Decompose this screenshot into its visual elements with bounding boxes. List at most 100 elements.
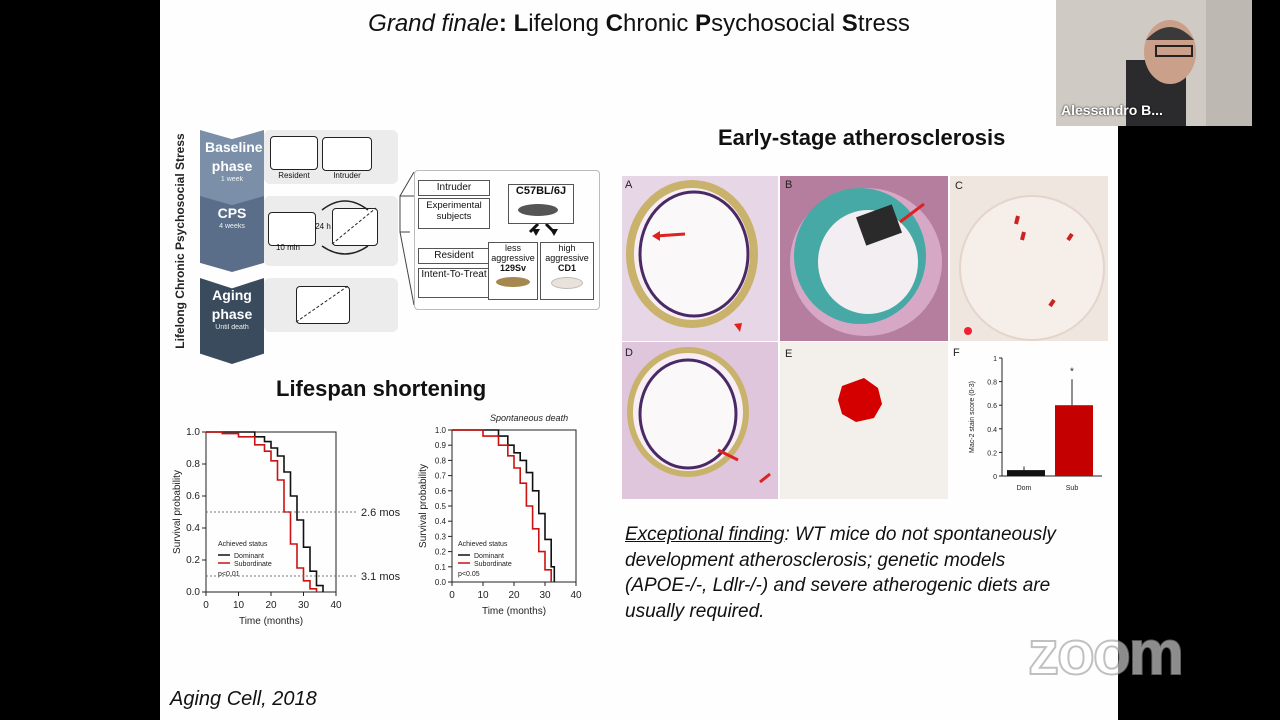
lifespan-heading: Lifespan shortening [276, 376, 487, 401]
p-value: p<0.01 [218, 571, 240, 578]
itt-label: Intent-To-Treat [418, 268, 490, 298]
annotation-3-1-mos: 3.1 mos [361, 571, 401, 583]
participant-name: Alessandro B... [1061, 102, 1163, 118]
y-tick-label: 0.2 [186, 555, 200, 566]
y-tick-label: 0.4 [987, 427, 997, 434]
survival-curve-0 [206, 431, 324, 592]
y-tick-label: 0.7 [435, 472, 447, 481]
x-tick-label: 0 [203, 600, 209, 611]
x-tick-label: 10 [477, 590, 489, 601]
zoom-watermark: zoom [1027, 618, 1185, 689]
phase-0: Baseline phase 1 week [200, 130, 264, 206]
phase-duration: 1 week [220, 176, 244, 183]
x-tick-label: 20 [265, 600, 277, 611]
y-tick-label: 0.8 [987, 380, 997, 387]
legend-entry: Dominant [474, 553, 504, 560]
y-tick-label: 0.3 [435, 532, 447, 541]
y-axis-label: Survival probability [172, 470, 183, 554]
experimental-label: Experimental subjects [418, 198, 490, 229]
x-tick-label: 30 [298, 600, 310, 611]
survival-curve-1 [452, 429, 552, 582]
x-tick-label: 40 [570, 590, 582, 601]
diagram-lines [295, 171, 558, 323]
y-tick-label: 0.5 [435, 502, 447, 511]
cage-divider-2 [295, 285, 349, 323]
y-tick-label: 0.6 [186, 491, 200, 502]
x-tick-label: 20 [508, 590, 520, 601]
title-rest: : Lifelong Chronic Psychosocial Stress [498, 10, 910, 37]
legend-entry: Dominant [234, 553, 264, 560]
mouse-brown [496, 277, 530, 287]
significance-star: * [1070, 367, 1074, 378]
y-tick-label: 0.8 [186, 459, 200, 470]
y-tick-label: 0.6 [987, 403, 997, 410]
legend-title: Achieved status [458, 541, 508, 548]
arrow-down-left [532, 229, 540, 236]
x-tick-label: 0 [449, 590, 455, 601]
phase-duration: 4 weeks [219, 223, 245, 230]
y-tick-label: 0.9 [435, 441, 447, 450]
panel-letter-a: A [625, 179, 633, 191]
bar-sub [1055, 405, 1093, 476]
y-tick-label: 0.0 [186, 587, 200, 598]
panel-letter-c: C [955, 180, 963, 192]
bar-dom [1007, 470, 1045, 476]
y-tick-label: 1.0 [435, 426, 447, 435]
panel-letter-e: E [785, 348, 793, 360]
panel-letter-d: D [625, 347, 633, 359]
design-box [414, 170, 600, 310]
intruder-label: Intruder [418, 180, 490, 196]
histology-panel-c [950, 176, 1108, 341]
phase-name: Aging phase [211, 287, 253, 322]
x-tick-label: Sub [1066, 485, 1079, 492]
intruder-cage-label: Intruder [333, 171, 361, 180]
panel-letter-f: F [953, 347, 960, 359]
x-tick-label: 30 [539, 590, 551, 601]
y-tick-label: 0.4 [435, 517, 447, 526]
strain-arrows [528, 222, 556, 234]
label-10min: 10 min [275, 243, 300, 252]
bracket [399, 195, 414, 233]
histology-panel-b [780, 176, 948, 341]
survival-curve-0 [452, 429, 556, 582]
y-axis-label: Survival probability [418, 464, 429, 548]
histology-panel-a [622, 176, 778, 341]
aging-cage [296, 286, 350, 324]
phase-name: CPS [217, 205, 247, 221]
presentation-slide: Grand finale: Lifelong Chronic Psychosoc… [160, 0, 1118, 720]
x-tick-label: 10 [233, 600, 245, 611]
legend-entry: Subordinate [234, 561, 272, 568]
phase-name: Baseline phase [205, 139, 263, 174]
histology-panel-e [780, 342, 948, 499]
phase-duration: Until death [215, 324, 249, 331]
survival-curve-1 [206, 431, 318, 592]
y-tick-label: 0.0 [435, 578, 447, 587]
citation: Aging Cell, 2018 [170, 688, 317, 710]
participant-video[interactable] [1056, 0, 1252, 126]
less-aggressive-box: less aggressive 129Sv [488, 242, 538, 300]
high-aggressive-box: high aggressive CD1 [540, 242, 594, 300]
slide-title: Grand finale: Lifelong Chronic Psychosoc… [368, 10, 910, 37]
cycle-arrow-top [321, 200, 369, 211]
phase-1: CPS 4 weeks [200, 196, 264, 272]
label-24h: 24 h [315, 222, 331, 231]
cps-cage-1 [268, 212, 316, 246]
y-tick-label: 0.8 [435, 456, 447, 465]
x-axis-label: Time (months) [239, 616, 303, 627]
histology-panel-d [622, 342, 778, 499]
atherosclerosis-heading: Early-stage atherosclerosis [718, 125, 1006, 150]
y-tick-label: 0.6 [435, 487, 447, 496]
legend-title: Achieved status [218, 541, 268, 548]
y-axis-label: Mac-2 stain score (0-3) [969, 381, 976, 453]
y-tick-label: 0.1 [435, 563, 447, 572]
bracket-lines [399, 171, 415, 306]
y-tick-label: 1.0 [186, 427, 200, 438]
mouse-white [551, 277, 583, 289]
mouse-black [518, 204, 558, 216]
resident-cage [270, 136, 318, 170]
y-tick-label: 0 [993, 474, 997, 481]
plot-title: Spontaneous death [490, 413, 568, 423]
strain-box: C57BL/6J [508, 184, 574, 224]
